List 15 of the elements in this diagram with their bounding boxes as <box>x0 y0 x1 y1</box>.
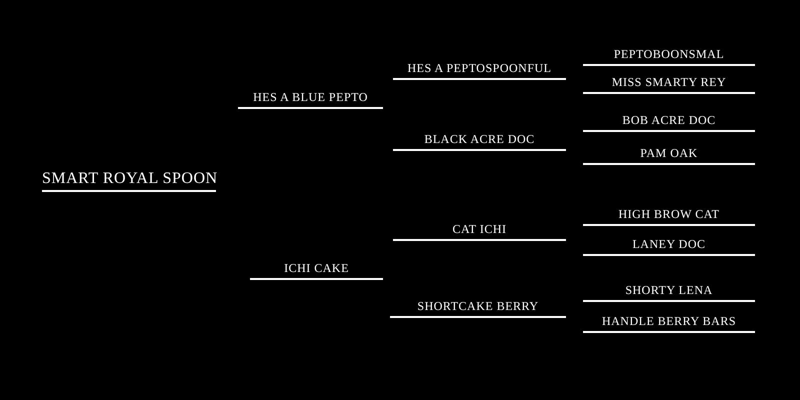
horse-name: HANDLE BERRY BARS <box>583 314 755 333</box>
horse-name: PEPTOBOONSMAL <box>583 47 755 66</box>
horse-name: ICHI CAKE <box>250 261 383 280</box>
horse-name: SHORTY LENA <box>583 283 755 302</box>
horse-name: SMART ROYAL SPOON <box>42 169 216 192</box>
horse-name: LANEY DOC <box>583 237 755 256</box>
horse-name: BOB ACRE DOC <box>583 113 755 132</box>
horse-name: HIGH BROW CAT <box>583 207 755 226</box>
horse-name: HES A PEPTOSPOONFUL <box>393 61 566 80</box>
horse-name: CAT ICHI <box>393 222 566 241</box>
horse-name: PAM OAK <box>583 146 755 165</box>
horse-name: MISS SMARTY REY <box>583 75 755 94</box>
horse-name: HES A BLUE PEPTO <box>238 90 383 109</box>
horse-name: BLACK ACRE DOC <box>393 132 566 151</box>
horse-name: SHORTCAKE BERRY <box>390 299 566 318</box>
